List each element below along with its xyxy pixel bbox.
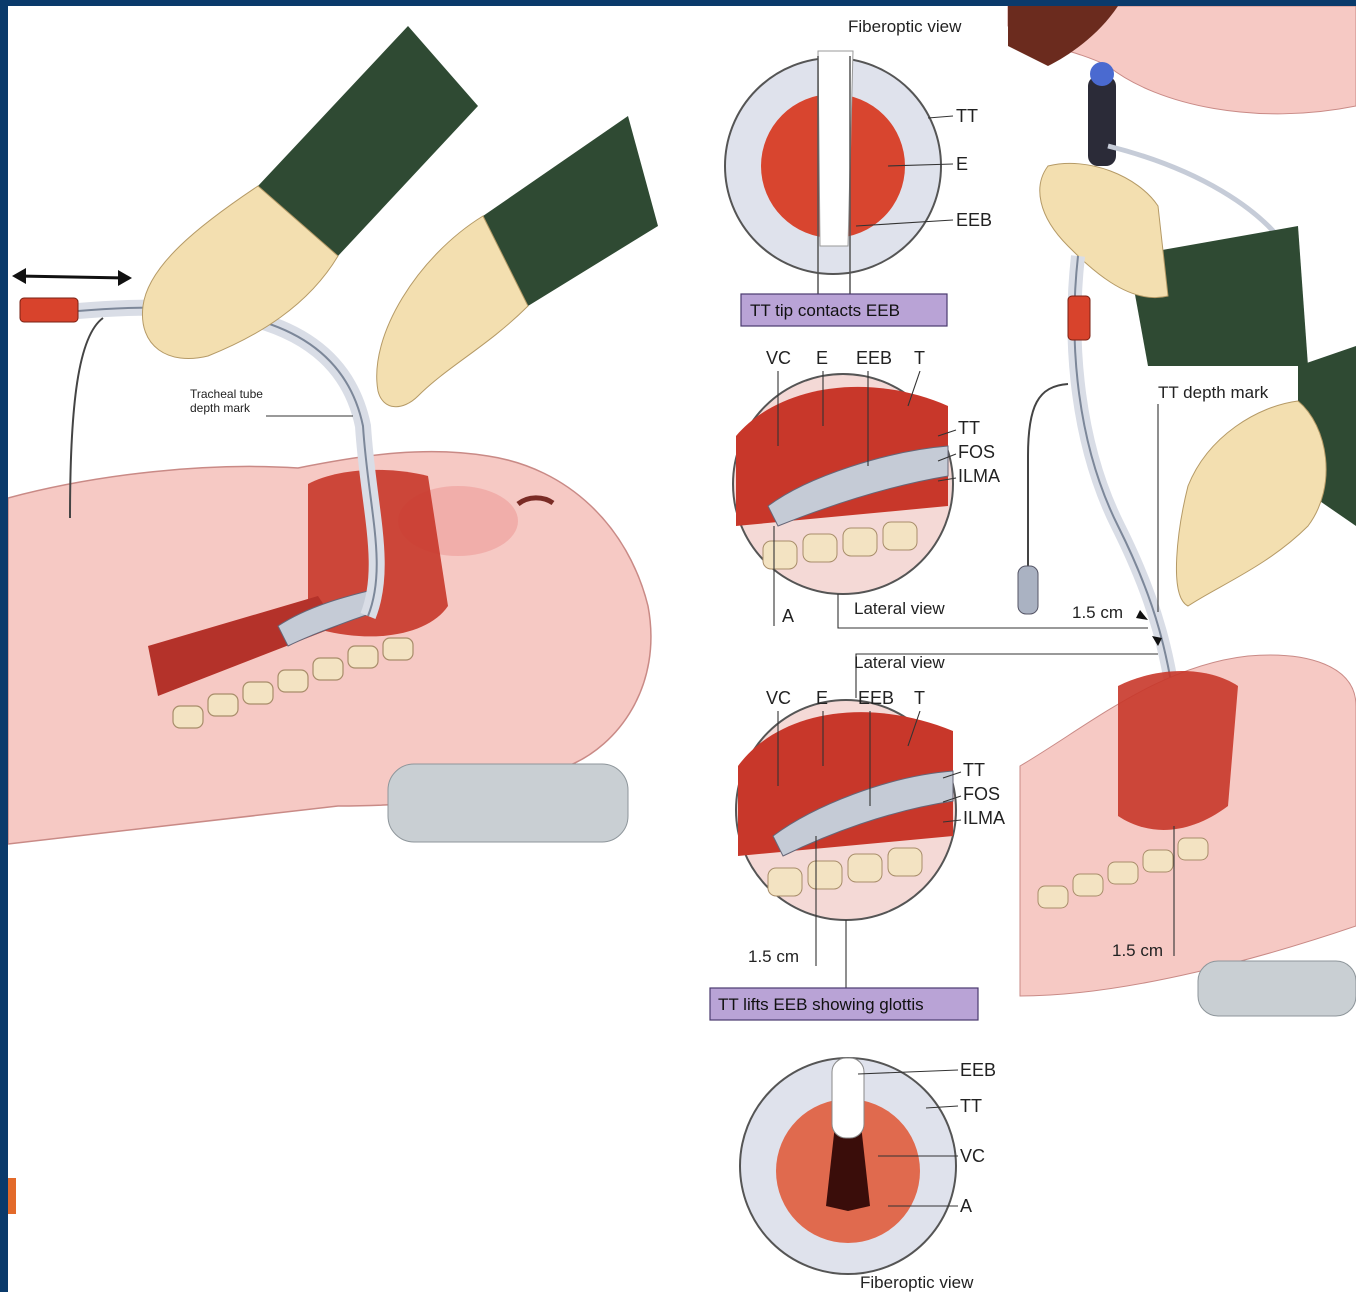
- caption-top: TT tip contacts EEB: [741, 294, 947, 326]
- slide-canvas: Tracheal tube depth mark Fiberoptic view…: [8, 6, 1356, 1292]
- fiberoptic-bottom-label-vc: VC: [960, 1146, 985, 1166]
- left-depth-label-line1: Tracheal tube: [190, 387, 263, 401]
- lateral-top-label-vc: VC: [766, 348, 791, 368]
- lateral-bottom-label-tt: TT: [963, 760, 985, 780]
- lateral-top-label-e: E: [816, 348, 828, 368]
- left-tube-connector: [20, 298, 78, 322]
- caption-top-text: TT tip contacts EEB: [750, 301, 900, 320]
- right-eyepiece: [1090, 62, 1114, 86]
- right-glove-2: [1176, 401, 1326, 606]
- lateral-bottom-label-eeb: EEB: [858, 688, 894, 708]
- lateral-top-label-t: T: [914, 348, 925, 368]
- right-pilot-line: [1028, 384, 1068, 566]
- right-depth-label: TT depth mark: [1158, 383, 1269, 402]
- lateral-bottom-label-vc: VC: [766, 688, 791, 708]
- fiberoptic-top-label-tt: TT: [956, 106, 978, 126]
- right-distance-upper: 1.5 cm: [1072, 603, 1123, 622]
- caption-bottom: TT lifts EEB showing glottis: [710, 988, 978, 1020]
- fiberoptic-bottom-label-eeb: EEB: [960, 1060, 996, 1080]
- lateral-top-label-tt: TT: [958, 418, 980, 438]
- fiberoptic-top-title: Fiberoptic view: [848, 17, 962, 36]
- lateral-bottom-label-t: T: [914, 688, 925, 708]
- lateral-bottom-label-ilma: ILMA: [963, 808, 1005, 828]
- right-fiberscope-body: [1088, 76, 1116, 166]
- fiberoptic-bottom-title: Fiberoptic view: [860, 1273, 974, 1292]
- lateral-top-title: Lateral view: [854, 599, 945, 618]
- lateral-top-label-a: A: [782, 606, 794, 626]
- right-airway: [1118, 671, 1238, 830]
- right-pillow: [1198, 961, 1356, 1016]
- lateral-bottom-label-e: E: [816, 688, 828, 708]
- lateral-top: VC E EEB T TT FOS ILMA A Lateral view: [733, 348, 1148, 628]
- left-pillow: [388, 764, 628, 842]
- right-glove-1: [1040, 163, 1168, 297]
- lateral-bottom-label-fos: FOS: [963, 784, 1000, 804]
- right-illustration: TT depth mark 1.5 cm 1.5 cm: [1008, 6, 1356, 1016]
- left-illustration: Tracheal tube depth mark: [8, 26, 658, 844]
- diagram-canvas: Tracheal tube depth mark Fiberoptic view…: [8, 6, 1356, 1292]
- fiberoptic-bottom-label-a: A: [960, 1196, 972, 1216]
- lateral-top-label-fos: FOS: [958, 442, 995, 462]
- lateral-top-label-ilma: ILMA: [958, 466, 1000, 486]
- lateral-top-label-eeb: EEB: [856, 348, 892, 368]
- fiberoptic-top: Fiberoptic view TT E EEB: [725, 17, 992, 296]
- caption-bottom-text: TT lifts EEB showing glottis: [718, 995, 924, 1014]
- right-tube-connector: [1068, 296, 1090, 340]
- right-pilot-balloon: [1018, 566, 1038, 614]
- fiberoptic-top-eeb: [818, 51, 853, 246]
- lateral-bottom-title: Lateral view: [854, 653, 945, 672]
- slide-accent-bar: [8, 1178, 16, 1214]
- lateral-bottom-distance: 1.5 cm: [748, 947, 799, 966]
- fiberoptic-bottom: EEB TT VC A Fiberoptic view: [740, 1058, 996, 1292]
- fiberoptic-bottom-label-tt: TT: [960, 1096, 982, 1116]
- fiberoptic-top-label-eeb: EEB: [956, 210, 992, 230]
- right-distance-lower: 1.5 cm: [1112, 941, 1163, 960]
- left-depth-label-line2: depth mark: [190, 401, 251, 415]
- left-double-arrow: [12, 268, 132, 286]
- fiberoptic-top-label-e: E: [956, 154, 968, 174]
- fiberoptic-bottom-eeb: [832, 1058, 864, 1138]
